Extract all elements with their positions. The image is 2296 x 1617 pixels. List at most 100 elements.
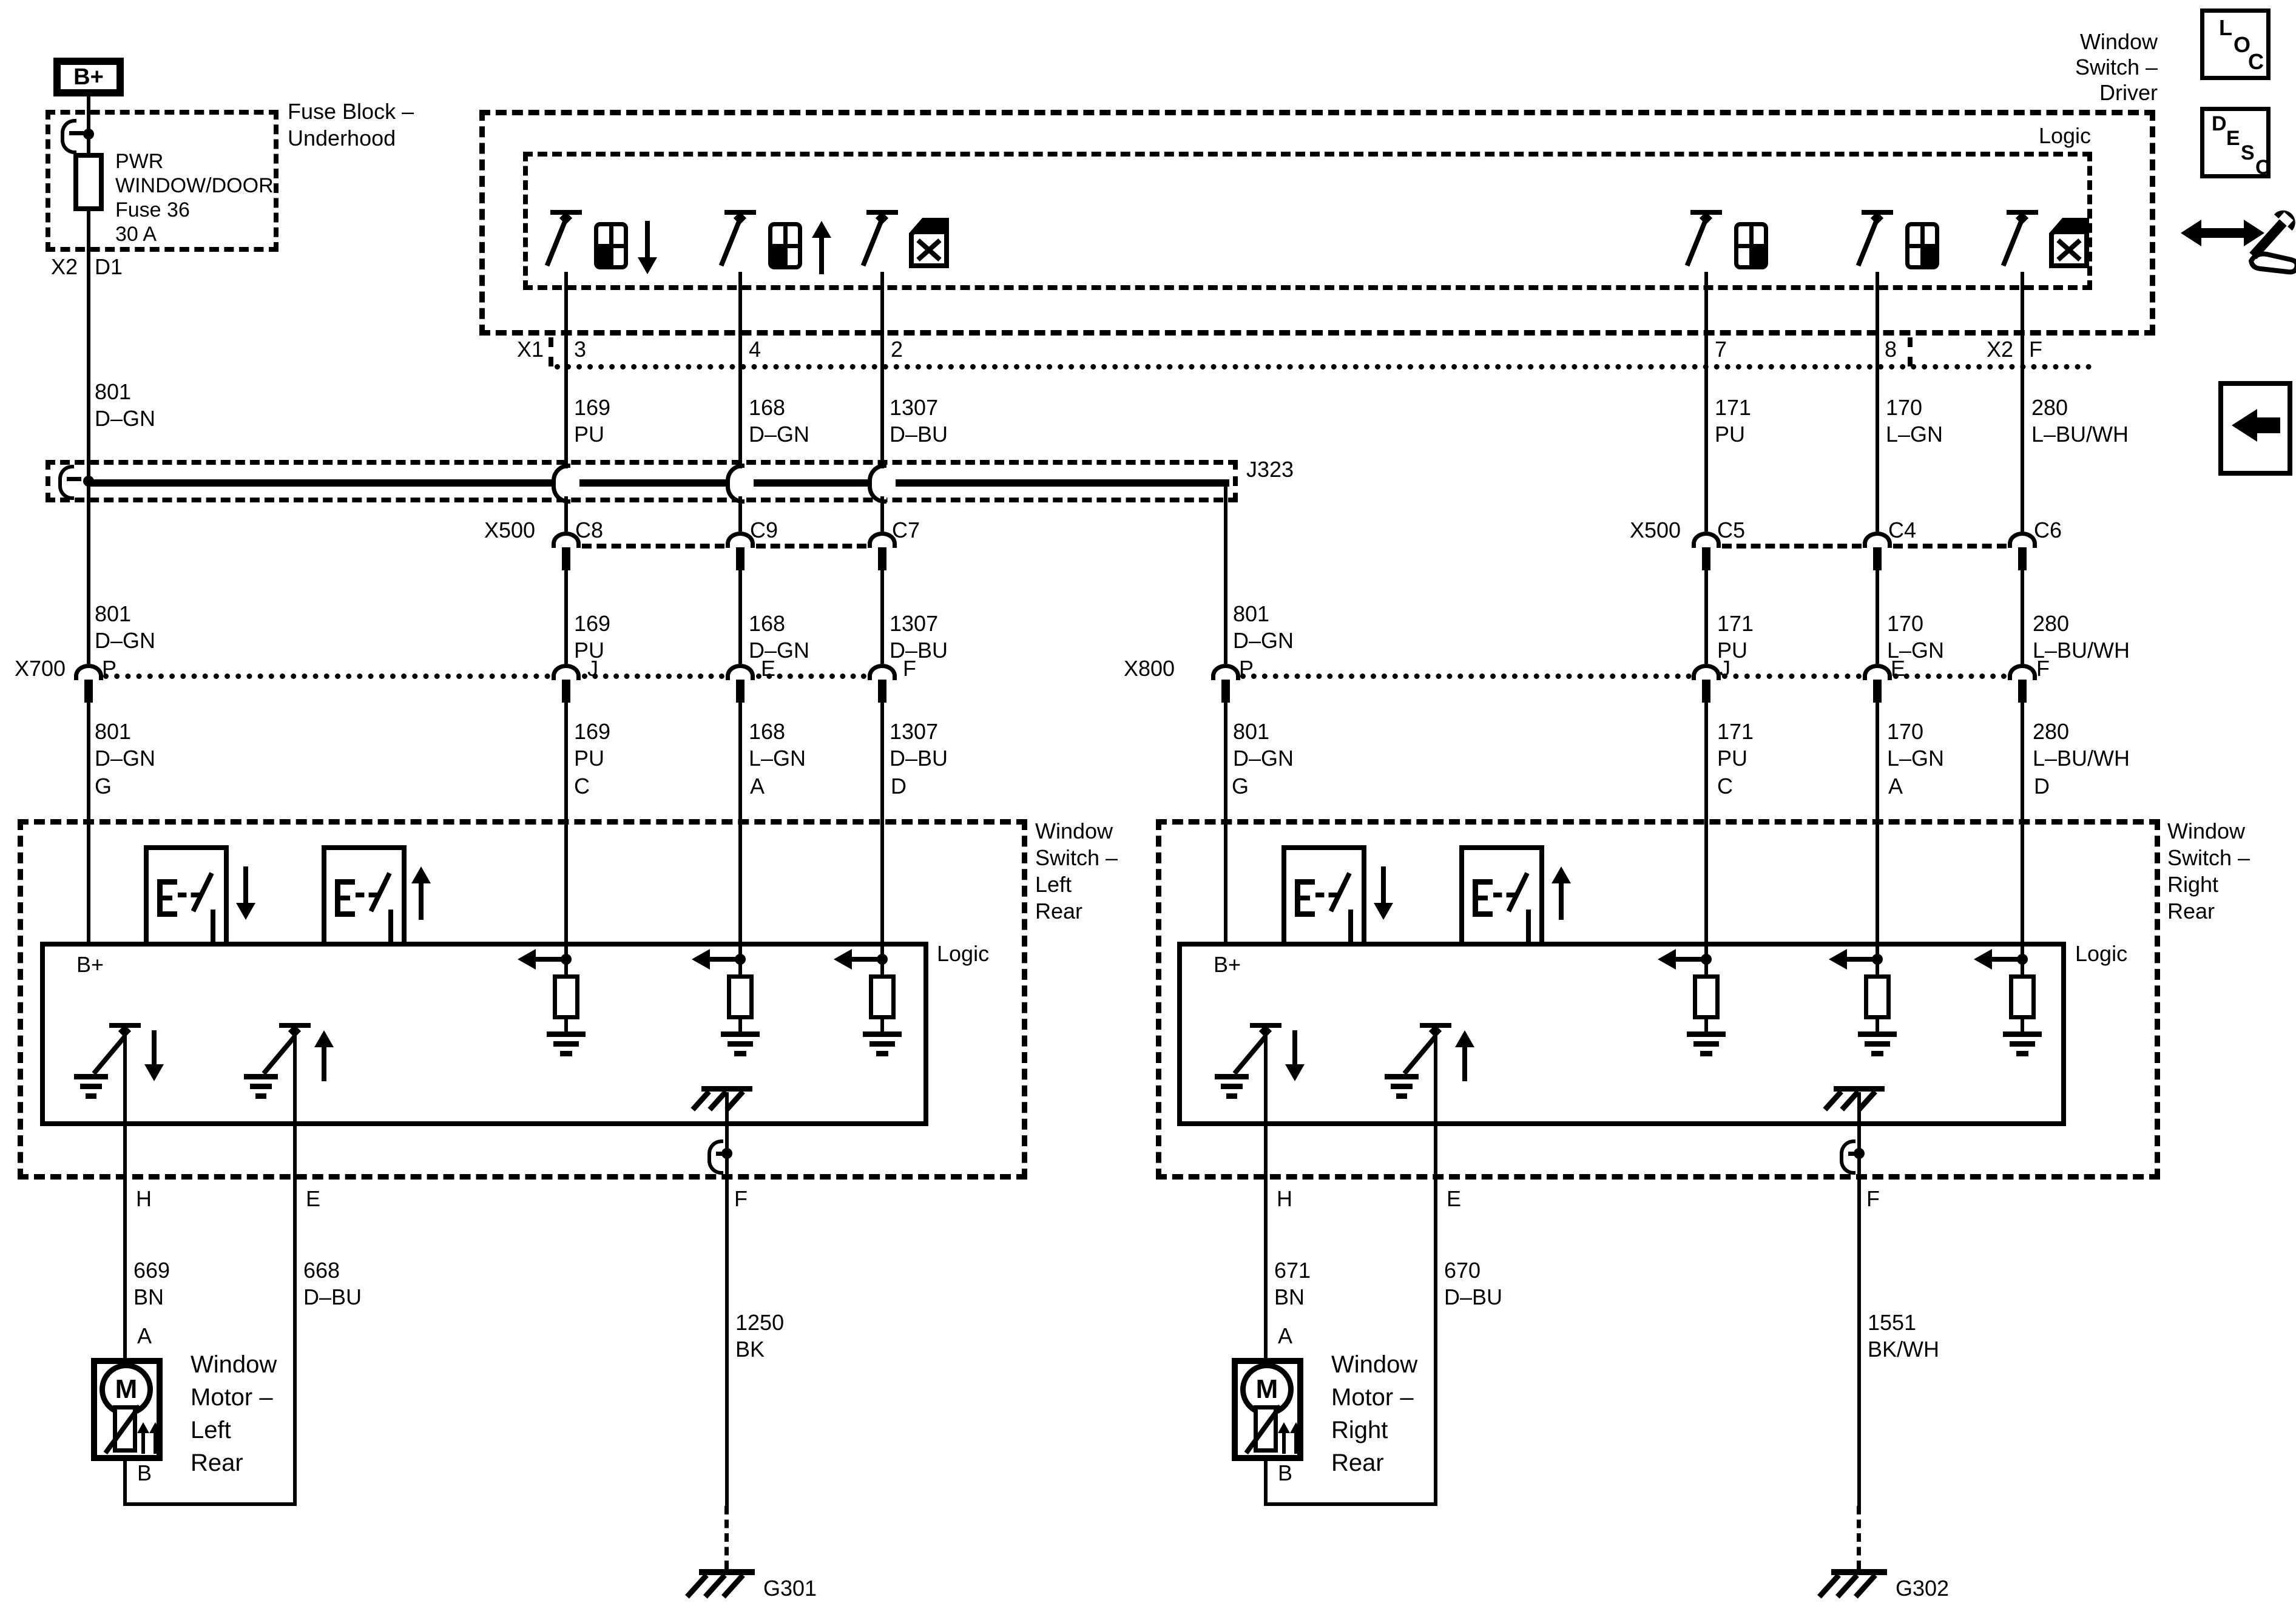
- left-switch-box: [18, 819, 1027, 1180]
- x500-connector-line: [756, 544, 866, 549]
- desc-letter: D: [2212, 112, 2227, 135]
- connector-socket: [1863, 664, 1892, 680]
- connector-tick: [1848, 1152, 1858, 1156]
- window-lockout-icon: [909, 218, 949, 268]
- connector-socket: [2008, 664, 2037, 680]
- wire-171: [1704, 1019, 1708, 1033]
- down-arrow-shaft: [1292, 1030, 1297, 1065]
- up-arrow-shaft: [141, 1432, 145, 1454]
- down-arrow-shaft: [1381, 866, 1386, 904]
- left-arrow-head: [1974, 949, 1992, 970]
- connector-pin: [878, 680, 886, 703]
- left-bplus-label: B+: [76, 952, 104, 977]
- resistor: [553, 974, 579, 1019]
- junction-dot: [735, 954, 746, 965]
- wire-dashed: [1857, 1506, 1861, 1569]
- x500-connector-line: [1893, 544, 2007, 549]
- ground-label-g302: G302: [1896, 1576, 1950, 1601]
- ground-bar: [250, 1084, 272, 1089]
- ground-bar: [2003, 1031, 2042, 1037]
- connector-socket: [1211, 664, 1240, 680]
- up-arrow-head: [1551, 866, 1571, 883]
- motor-wire: [1264, 1502, 1437, 1506]
- x1-separator: [549, 337, 553, 366]
- down-arrow-head: [638, 257, 657, 274]
- switch-module-up: [322, 845, 407, 942]
- desc-letter: C: [2255, 156, 2271, 179]
- motor-letter: M: [115, 1374, 138, 1404]
- ground-bar: [1396, 1093, 1407, 1099]
- icon-part: [1751, 246, 1764, 265]
- resistor: [1864, 974, 1891, 1019]
- wire-171: [1704, 703, 1708, 974]
- back-arrow-shaft: [2257, 417, 2280, 433]
- wire-168: [738, 703, 742, 974]
- connector-pin: [1873, 547, 1882, 570]
- wire-170: [1876, 570, 1879, 664]
- ground-bar: [869, 1041, 895, 1047]
- right-bplus-label: B+: [1214, 952, 1241, 977]
- ground-bar: [1385, 1074, 1419, 1079]
- inline-connector-icon: [707, 1139, 723, 1175]
- pin-g: G: [95, 774, 112, 798]
- left-logic-label: Logic: [937, 941, 990, 966]
- left-arrow-head: [692, 949, 710, 970]
- x700-connector-line: [103, 673, 550, 679]
- back-arrow-box[interactable]: [2218, 381, 2292, 476]
- wire-1307: [880, 272, 884, 468]
- chassis-ground-bar: [701, 1086, 752, 1092]
- switch-module-down: [144, 845, 229, 942]
- down-arrow-head: [1285, 1064, 1305, 1081]
- hand-wrench-icon[interactable]: [2178, 189, 2296, 284]
- icon-part: [772, 246, 785, 265]
- wire-168: [738, 272, 742, 468]
- right-logic-label: Logic: [2075, 941, 2128, 966]
- wire-669: [123, 1033, 127, 1358]
- x2-connector-label: X2: [1986, 337, 2013, 362]
- up-arrow-icon: [819, 237, 824, 274]
- connector-socket: [868, 532, 897, 548]
- left-arrow-shaft: [1847, 957, 1874, 962]
- icon-part: [598, 246, 611, 265]
- up-arrow-head: [812, 221, 831, 238]
- wire-169: [564, 496, 568, 532]
- contact-dash: [1315, 893, 1337, 897]
- wire-670: [1434, 1033, 1437, 1506]
- ground-bar: [2010, 1041, 2035, 1047]
- wire-1307: [880, 1019, 884, 1033]
- x1-pin-3: 3: [574, 337, 587, 362]
- window-up-icon: [1905, 222, 1939, 269]
- x700-pin-f: F: [903, 656, 916, 681]
- pin-f: F: [1866, 1186, 1880, 1211]
- up-arrow-head: [1455, 1030, 1474, 1047]
- ground-bar: [74, 1074, 108, 1079]
- ground-bar: [80, 1084, 102, 1089]
- junction-dot: [1872, 954, 1883, 965]
- connector-pin: [2018, 680, 2027, 703]
- x1-connector-label: X1: [516, 337, 544, 362]
- ground-symbol-bar: [1831, 1569, 1887, 1575]
- fuse-pin-d1: D1: [95, 254, 123, 279]
- ground-bar: [1700, 1051, 1712, 1056]
- down-arrow-head: [144, 1064, 164, 1081]
- up-arrow-shaft: [1282, 1432, 1286, 1454]
- junction-dot: [2017, 954, 2028, 965]
- resistor: [1693, 974, 1720, 1019]
- connector-socket: [868, 664, 897, 680]
- connector-pin: [1702, 680, 1710, 703]
